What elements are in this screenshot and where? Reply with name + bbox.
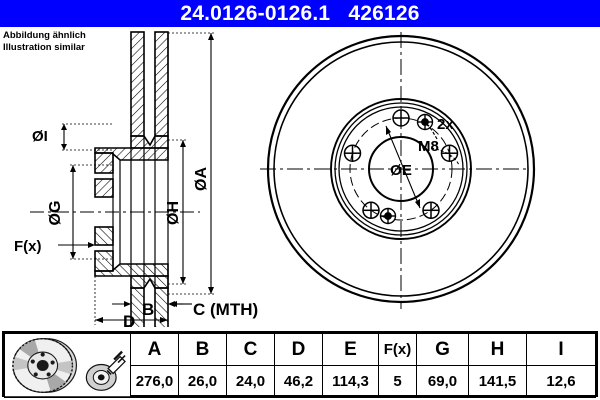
table-row-values: 276,0 26,0 24,0 46,2 114,3 5 69,0 141,5 …	[5, 365, 596, 398]
table-header-e: E	[322, 333, 379, 366]
table-value-a: 276,0	[130, 365, 179, 398]
table-value-fx: 5	[378, 365, 417, 398]
illustration-note-de: Abbildung ähnlich	[3, 30, 86, 41]
table-header-g: G	[416, 333, 469, 366]
table-value-e: 114,3	[322, 365, 379, 398]
friction-ring-lower	[130, 275, 169, 327]
lug-hole	[422, 201, 440, 220]
label-thread-count: 2x	[437, 116, 454, 133]
technical-drawing: ØI ØG F(x)	[0, 27, 600, 327]
label-dia-h: ØH	[165, 201, 182, 225]
dimension-c	[170, 301, 192, 307]
thumbnail-cell	[4, 333, 131, 398]
table-row-headers: A B C D E F(x) G H I	[4, 333, 596, 398]
thread-hole-m8	[416, 113, 434, 131]
table-value-d: 46,2	[274, 365, 323, 398]
table-header-a: A	[130, 333, 179, 366]
label-f-x: F(x)	[14, 238, 42, 255]
dimension-d	[94, 276, 169, 325]
label-dia-a: ØA	[193, 167, 210, 191]
label-dia-i: ØI	[32, 128, 48, 145]
header-bar: 24.0126-0126.1 426126	[0, 0, 600, 27]
label-dim-c: C (MTH)	[193, 300, 258, 319]
dimension-f-x	[58, 242, 95, 248]
table-header-c: C	[226, 333, 275, 366]
circle-hat-outer	[334, 102, 468, 236]
table-value-h: 141,5	[468, 365, 527, 398]
circle-friction-inner-dia-h	[330, 98, 472, 240]
face-view: ØE 2x M8	[260, 32, 536, 309]
table-value-c: 24,0	[226, 365, 275, 398]
table-value-i: 12,6	[526, 365, 596, 398]
label-dia-e: ØE	[390, 162, 412, 179]
dimension-dia-a	[168, 32, 216, 295]
lug-hole	[392, 109, 410, 127]
circle-center-bore	[368, 136, 434, 202]
table-header-h: H	[468, 333, 527, 366]
cross-section-view: ØI ØG F(x)	[14, 31, 258, 327]
illustration-note: Abbildung ähnlich Illustration similar	[3, 30, 153, 53]
table-header-i: I	[526, 333, 596, 366]
lug-hole	[362, 201, 380, 220]
table-header-b: B	[178, 333, 227, 366]
disc-with-tool-photo	[84, 350, 129, 395]
table-header-d: D	[274, 333, 323, 366]
label-dim-d: D	[123, 312, 135, 327]
dimension-dia-i	[61, 123, 113, 151]
dimension-dia-e	[385, 125, 421, 209]
label-dia-g: ØG	[47, 201, 64, 226]
friction-ring-upper	[130, 31, 169, 149]
label-thread-size: M8	[418, 138, 439, 155]
lug-hole	[343, 144, 362, 162]
m8-leader-line	[426, 123, 438, 140]
spec-table: A B C D E F(x) G H I 276,0 26,0 24,0 46,…	[2, 331, 598, 398]
label-dim-b: B	[142, 300, 154, 319]
illustration-note-en: Illustration similar	[3, 41, 85, 53]
circle-outer-dia-a	[266, 34, 536, 304]
table-header-fx: F(x)	[378, 333, 417, 366]
page-title: 24.0126-0126.1 426126	[180, 2, 420, 25]
circle-hat-step	[338, 106, 464, 232]
dimension-dia-g	[70, 164, 113, 260]
dimension-dia-h	[168, 139, 186, 285]
thread-hole-m8	[379, 207, 397, 225]
table-value-g: 69,0	[416, 365, 469, 398]
table-value-b: 26,0	[178, 365, 227, 398]
brake-disc-photo	[5, 334, 130, 397]
circle-friction-outer	[273, 41, 529, 297]
lug-hole	[440, 144, 459, 162]
m8-leader-arc	[430, 147, 460, 166]
